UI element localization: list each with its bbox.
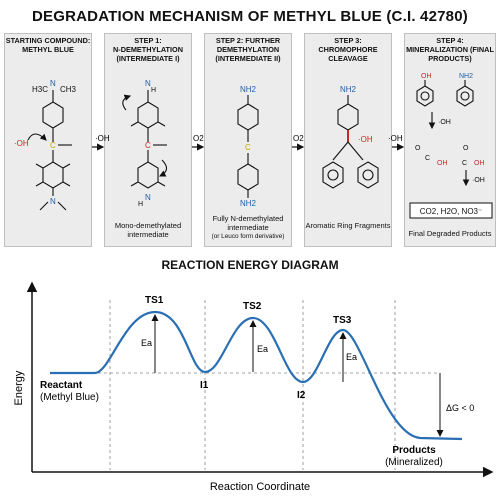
guide-lines <box>50 300 440 470</box>
svg-text:N: N <box>145 193 151 202</box>
svg-text:NH2: NH2 <box>459 73 473 80</box>
svg-text:C: C <box>145 141 151 150</box>
intermediate-2-structure: NH2 C NH2 <box>237 85 259 208</box>
delta-g-label: ΔG < 0 <box>446 403 474 413</box>
svg-text:C: C <box>462 160 467 167</box>
reagent-label: O2 <box>193 134 204 143</box>
svg-text:N: N <box>145 79 151 88</box>
page-title: DEGRADATION MECHANISM OF METHYL BLUE (C.… <box>32 8 468 25</box>
svg-text:·OH: ·OH <box>358 135 373 144</box>
final-products-box <box>409 202 493 219</box>
reagent-label: ·OH <box>388 134 403 143</box>
reactant-label: Reactant <box>40 380 83 391</box>
reagent-label: O2 <box>293 134 304 143</box>
svg-text:H: H <box>138 201 143 208</box>
svg-text:NH2: NH2 <box>240 85 257 94</box>
svg-text:NH2: NH2 <box>340 85 357 94</box>
svg-text:N: N <box>50 197 56 206</box>
panel-heading: STEP 4:MINERALIZATION (FINAL PRODUCTS) <box>406 36 494 63</box>
svg-text:O: O <box>415 145 421 152</box>
reagent-label: ·OH <box>95 134 110 143</box>
final-products-label: CO2, H2O, NO3⁻ <box>420 207 482 216</box>
svg-text:CH3: CH3 <box>60 85 77 94</box>
products-label: Products <box>392 445 436 456</box>
panel-caption: Mono-demethylated intermediate <box>114 221 182 239</box>
svg-text:H: H <box>151 87 156 94</box>
svg-text:N: N <box>50 79 56 88</box>
products-sublabel: (Mineralized) <box>385 457 443 468</box>
ea-label: Ea <box>141 338 152 348</box>
svg-text:O: O <box>463 145 469 152</box>
ts3-label: TS3 <box>333 315 352 326</box>
panel-caption: Fully N-demethylated intermediate(or Leu… <box>211 214 285 240</box>
svg-text:OH: OH <box>421 73 432 80</box>
ea-label: Ea <box>257 344 268 354</box>
reaction-arrow: ·OH <box>92 134 110 151</box>
aromatic-fragments-structure: NH2 ·OH <box>322 85 379 189</box>
svg-text:C: C <box>425 155 430 162</box>
reaction-arrow: O2 <box>192 134 204 151</box>
svg-text:NH2: NH2 <box>240 199 257 208</box>
panel-step1: STEP 1:N-DEMETHYLATION (INTERMEDIATE I) … <box>104 33 192 247</box>
reaction-arrow: ·OH <box>388 134 405 151</box>
svg-text:C: C <box>50 141 56 150</box>
svg-text:·OH: ·OH <box>14 139 29 148</box>
x-axis-label: Reaction Coordinate <box>210 481 310 493</box>
panel-caption: Final Degraded Products <box>408 229 492 238</box>
panel-heading: STARTING COMPOUND:METHYL BLUE <box>5 36 91 54</box>
svg-text:H3C: H3C <box>32 85 48 94</box>
panel-caption: Aromatic Ring Fragments <box>305 221 391 230</box>
svg-text:OH: OH <box>437 160 448 167</box>
panel-starting-compound: STARTING COMPOUND:METHYL BLUE <box>4 33 92 247</box>
y-axis-label: Energy <box>13 370 25 405</box>
intermediate-1-label: I1 <box>200 380 209 391</box>
svg-text:·OH: ·OH <box>472 177 485 184</box>
intermediate-1-structure: N H C N H <box>122 79 168 208</box>
ea-label: Ea <box>346 352 357 362</box>
ts2-label: TS2 <box>243 301 262 312</box>
intermediate-2-label: I2 <box>297 390 306 401</box>
methyl-blue-structure: H3C N CH3 C N ·OH <box>14 79 77 211</box>
mechanism-diagram: ·OH O2 O2 ·OH H3C N CH3 C N ·OH N H <box>14 73 493 219</box>
svg-text:C: C <box>245 143 251 152</box>
ts1-label: TS1 <box>145 295 164 306</box>
reaction-energy-curve <box>50 310 463 441</box>
reaction-arrow: O2 <box>292 134 304 151</box>
panel-heading: STEP 1:N-DEMETHYLATION (INTERMEDIATE I) <box>113 36 183 63</box>
energy-diagram-title: REACTION ENERGY DIAGRAM <box>161 258 339 272</box>
panel-heading: STEP 3:CHROMOPHORE CLEAVAGE <box>318 36 378 63</box>
reactant-sublabel: (Methyl Blue) <box>40 392 99 403</box>
mineralization-structures: OH NH2 ·OH O C OH O C OH ·OH <box>415 73 485 187</box>
svg-text:·OH: ·OH <box>438 119 451 126</box>
svg-text:OH: OH <box>474 160 485 167</box>
